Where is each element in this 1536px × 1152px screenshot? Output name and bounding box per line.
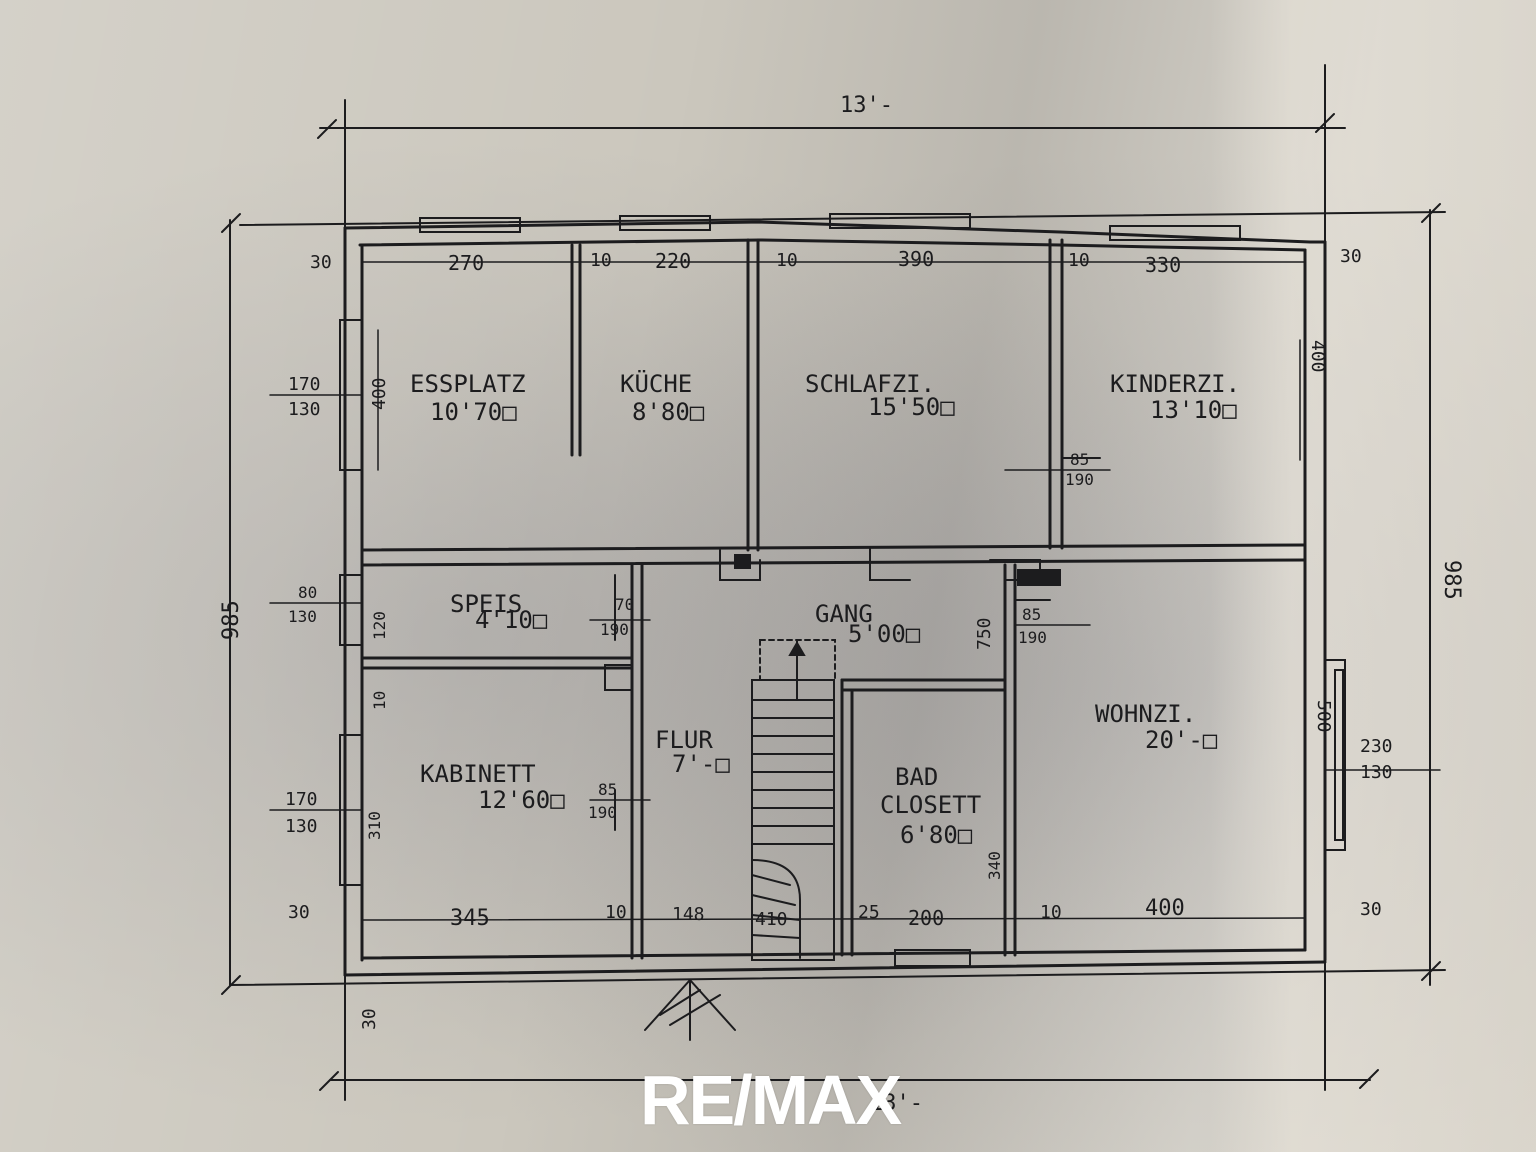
dim-window-essplatz-a: 170 — [288, 374, 321, 395]
dim-door-speis-b: 190 — [600, 620, 629, 639]
room-name-kabinett: KABINETT — [420, 760, 536, 788]
dim-window-essplatz-b: 130 — [288, 399, 321, 420]
dim-top-5: 390 — [898, 247, 934, 271]
dim-bottom-1: 345 — [450, 906, 490, 931]
dimension-labels: 13'- 13'- 985 985 30 270 10 220 10 390 1… — [219, 93, 1464, 1116]
dim-door-speis-a: 70 — [615, 595, 634, 614]
dim-bottom-7: 10 — [1040, 902, 1062, 923]
dim-top-3: 220 — [655, 249, 691, 273]
dim-bottom-6: 200 — [908, 906, 944, 930]
room-name-flur: FLUR — [655, 726, 713, 754]
dim-window-speis-b: 130 — [288, 607, 317, 626]
interior-dim-lines — [269, 261, 1441, 921]
dim-window-kabinett-b: 130 — [285, 816, 318, 837]
dim-vert-400-right: 400 — [1307, 340, 1328, 373]
room-area-flur: 7'-□ — [672, 750, 730, 778]
dim-vert-500: 500 — [1313, 700, 1334, 733]
dim-door-wohnzi-a: 85 — [1022, 605, 1041, 624]
remax-logo: RE/MAX — [640, 1061, 902, 1139]
dim-vert-120: 120 — [370, 611, 389, 640]
dim-window-kabinett-a: 170 — [285, 789, 318, 810]
dim-top-7: 330 — [1145, 253, 1181, 277]
dim-vert-310: 310 — [365, 811, 384, 840]
dim-depth-left: 985 — [219, 600, 244, 640]
dim-vert-10: 10 — [370, 691, 389, 710]
room-name-kinderzi: KINDERZI. — [1110, 370, 1240, 398]
dim-bottom-2: 10 — [605, 902, 627, 923]
dim-top-0: 30 — [310, 252, 332, 273]
room-area-kabinett: 12'60□ — [478, 786, 565, 814]
dim-top-2: 10 — [590, 250, 612, 271]
dim-door-flur-b: 190 — [588, 803, 617, 822]
dim-vert-750: 750 — [974, 617, 995, 650]
dim-width-top: 13'- — [840, 93, 893, 118]
light-reflection — [1210, 0, 1536, 1152]
dim-bottom-3: 148 — [672, 904, 705, 925]
room-area-speis: 4'10□ — [475, 606, 548, 634]
room-name-speis: SPEIS — [450, 590, 522, 618]
room-sub-bad: CLOSETT — [880, 791, 981, 819]
room-area-bad: 6'80□ — [900, 821, 973, 849]
doors — [604, 457, 1101, 831]
dim-top-1: 270 — [448, 251, 484, 275]
dim-door-kinderzi-b: 190 — [1065, 470, 1094, 489]
room-name-kueche: KÜCHE — [620, 369, 692, 398]
room-name-bad: BAD — [895, 763, 938, 791]
dim-door-wohnzi-b: 190 — [1018, 628, 1047, 647]
room-area-gang: 5'00□ — [848, 620, 921, 648]
room-name-essplatz: ESSPLATZ — [410, 370, 526, 398]
dim-door-flur-a: 85 — [598, 780, 617, 799]
dim-window-wohnzi-b: 130 — [1360, 762, 1393, 783]
dim-vert-340: 340 — [985, 851, 1004, 880]
dim-window-speis-a: 80 — [298, 583, 317, 602]
dim-top-8: 30 — [1340, 246, 1362, 267]
room-area-kinderzi: 13'10□ — [1150, 396, 1237, 424]
dim-depth-right: 985 — [1439, 560, 1464, 600]
dim-top-4: 10 — [776, 250, 798, 271]
room-name-wohnzi: WOHNZI. — [1095, 700, 1196, 728]
staircase — [751, 639, 836, 961]
room-labels: ESSPLATZ 10'70□ KÜCHE 8'80□ SCHLAFZI. 15… — [410, 369, 1240, 849]
room-name-gang: GANG — [815, 600, 873, 628]
room-name-schlafzi: SCHLAFZI. — [805, 370, 935, 398]
room-area-wohnzi: 20'-□ — [1145, 726, 1218, 754]
room-area-kueche: 8'80□ — [632, 398, 705, 426]
dim-bottom-5: 25 — [858, 902, 880, 923]
dim-top-6: 10 — [1068, 250, 1090, 271]
room-area-essplatz: 10'70□ — [430, 398, 517, 426]
dim-bottom-8: 400 — [1145, 896, 1185, 921]
dim-bottom-4: 410 — [755, 909, 788, 930]
entrance-marker — [644, 978, 736, 1041]
dim-vert-400-left: 400 — [369, 377, 390, 410]
dim-wall-bottom-left: 30 — [359, 1008, 380, 1030]
dim-window-wohnzi-a: 230 — [1360, 736, 1393, 757]
dim-door-kinderzi-a: 85 — [1070, 450, 1089, 469]
room-area-schlafzi: 15'50□ — [868, 393, 955, 421]
dim-bottom-0: 30 — [288, 902, 310, 923]
dim-bottom-9: 30 — [1360, 899, 1382, 920]
interior-walls — [360, 238, 1307, 960]
dim-width-bottom: 13'- — [870, 1091, 923, 1116]
